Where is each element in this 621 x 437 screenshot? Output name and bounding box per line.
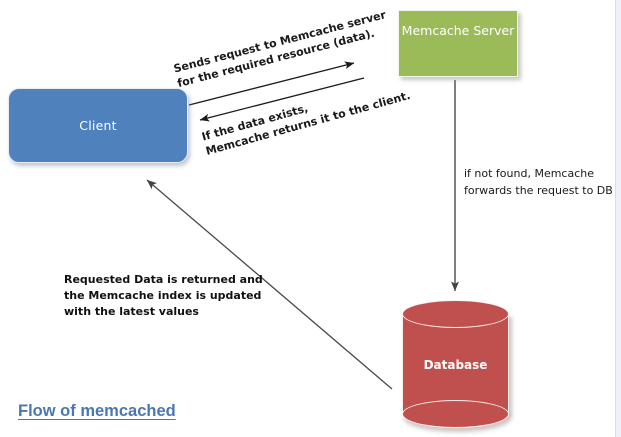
- edge-label-database-to-client-line2: the Memcache index is updated: [64, 288, 262, 302]
- diagram-title[interactable]: Flow of memcached: [18, 402, 176, 420]
- edge-label-client-to-memcache: Sends request to Memcache server for the…: [172, 7, 391, 91]
- edge-label-database-to-client: Requested Data is returned and the Memca…: [64, 272, 263, 320]
- edge-label-memcache-to-client: If the data exists, Memcache returns it …: [200, 73, 412, 159]
- edge-label-memcache-to-database-line1: if not found, Memcache: [464, 167, 595, 180]
- database-cylinder-top: [402, 300, 509, 328]
- edge-label-database-to-client-line1: Requested Data is returned and: [64, 273, 263, 286]
- edge-label-memcache-to-database: if not found, Memcache forwards the requ…: [464, 165, 613, 199]
- node-memcache-server-label: Memcache Server: [401, 23, 515, 38]
- node-database-label: Database: [423, 358, 488, 372]
- database-cylinder-body: [402, 314, 509, 414]
- node-database[interactable]: Database: [402, 300, 509, 428]
- right-side-panel: [615, 0, 621, 437]
- node-memcache-server[interactable]: Memcache Server: [398, 10, 518, 77]
- edge-label-memcache-to-database-line2: forwards the request to DB: [464, 184, 613, 198]
- node-client-label: Client: [79, 118, 117, 133]
- edge-label-database-to-client-line3: with the latest values: [64, 304, 199, 318]
- node-client[interactable]: Client: [8, 88, 188, 163]
- database-cylinder-bottom: [402, 400, 509, 428]
